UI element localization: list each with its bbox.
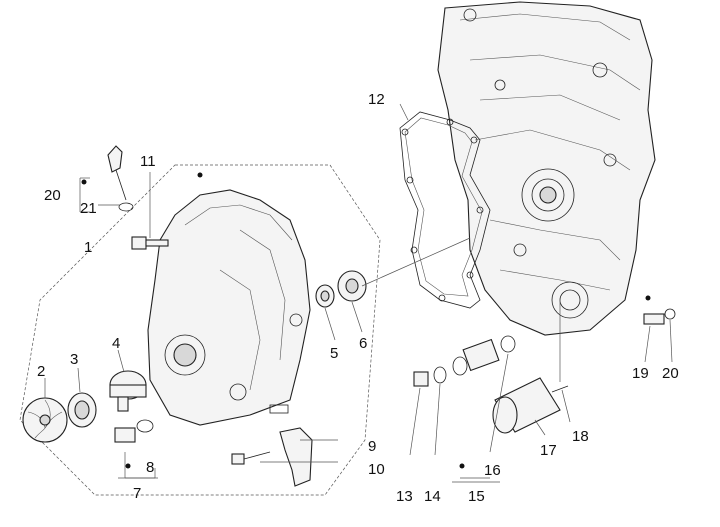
callout-20-left: 20 <box>44 187 61 204</box>
callout-16: 16 <box>484 462 501 479</box>
callout-11: 11 <box>140 153 156 170</box>
gasket <box>399 111 491 309</box>
callout-7: 7 <box>133 485 141 502</box>
callout-15: 15 <box>468 488 485 505</box>
callout-10: 10 <box>368 461 385 478</box>
oil-filter <box>492 377 569 434</box>
callout-6: 6 <box>359 335 367 352</box>
engine-crankcase <box>437 1 656 336</box>
bolt <box>131 236 169 250</box>
callout-5: 5 <box>330 345 338 362</box>
seal-5 <box>315 284 335 308</box>
bracket <box>279 427 313 487</box>
assembly-dot-19 <box>645 295 651 301</box>
assembly-dot-7 <box>125 463 131 469</box>
assembly-dot-15 <box>459 463 465 469</box>
drain-plug <box>413 366 447 387</box>
assembly-dot-cover <box>197 172 203 178</box>
cover-assembly-outline <box>19 164 381 496</box>
callout-3: 3 <box>70 351 78 368</box>
callout-19: 19 <box>632 365 649 382</box>
filter-spring <box>452 335 516 376</box>
dipstick <box>107 145 134 212</box>
callout-13: 13 <box>396 488 413 505</box>
bearing-6 <box>337 270 367 302</box>
impeller <box>22 397 68 443</box>
seal <box>67 392 97 428</box>
callout-21: 21 <box>80 200 97 217</box>
callout-2: 2 <box>37 363 45 380</box>
plug <box>114 419 154 443</box>
flywheel-cover <box>147 189 311 426</box>
callout-20-right: 20 <box>662 365 679 382</box>
callout-12: 12 <box>368 91 385 108</box>
pump-shaft <box>109 370 147 412</box>
callout-17: 17 <box>540 442 557 459</box>
bolt-lower <box>231 451 271 465</box>
callout-9: 9 <box>368 438 376 455</box>
callout-18: 18 <box>572 428 589 445</box>
callout-14: 14 <box>424 488 441 505</box>
callout-1: 1 <box>84 239 92 256</box>
callout-8: 8 <box>146 459 154 476</box>
assembly-dot-20 <box>81 179 87 185</box>
sensor <box>643 308 676 325</box>
callout-4: 4 <box>112 335 120 352</box>
leader-lines <box>44 103 673 479</box>
